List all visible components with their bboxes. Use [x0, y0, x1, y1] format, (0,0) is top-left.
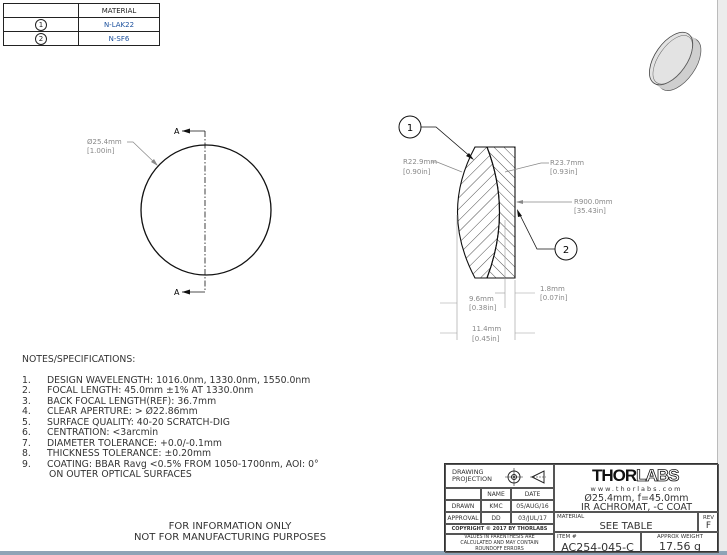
material-header: MATERIAL [78, 3, 160, 18]
svg-text:1: 1 [407, 123, 413, 134]
section-label-top: A [174, 127, 180, 136]
weight-cell: APPROX WEIGHT 17.56 g [641, 532, 719, 553]
approval-date: 03/JUL/17 [511, 512, 554, 524]
svg-text:[0.45in]: [0.45in] [472, 335, 500, 343]
material-value: N-SF6 [78, 31, 160, 46]
diameter-in-label: [1.00in] [87, 147, 115, 155]
svg-text:[0.90in]: [0.90in] [403, 168, 431, 176]
approval-label: APPROVAL [445, 512, 481, 524]
material-cell: MATERIAL SEE TABLE [554, 512, 698, 532]
name-header: NAME [481, 488, 511, 500]
title-block: DRAWING PROJECTION NAME DATE DRAWN KMC 0… [444, 463, 719, 554]
note-item: 9.COATING: BBAR Ravg <0.5% FROM 1050-170… [22, 458, 319, 470]
lens-3d-view [649, 31, 702, 91]
svg-text:[0.93in]: [0.93in] [550, 168, 578, 176]
page-frame-right [717, 0, 727, 555]
item-cell: ITEM # AC254-045-C [554, 532, 641, 554]
svg-text:R900.0mm: R900.0mm [574, 198, 613, 206]
note-item: 6.CENTRATION: <3arcmin [22, 427, 159, 438]
rev-cell: REV F [698, 512, 719, 532]
logo-cell: THORLABS www.thorlabs.com [554, 464, 719, 494]
section-view: 1 2 R22.9mm [0.90in] R23.7mm [0.93in] R9… [398, 115, 613, 343]
note-item: 4.CLEAR APERTURE: > Ø22.86mm [22, 406, 198, 417]
note-item: 8.THICKNESS TOLERANCE: ±0.20mm [22, 448, 212, 459]
lens-outline-circle [140, 144, 272, 276]
date-header: DATE [511, 488, 554, 500]
disclaimer: FOR INFORMATION ONLY NOT FOR MANUFACTURI… [133, 521, 327, 543]
svg-text:R22.9mm: R22.9mm [403, 158, 437, 166]
svg-text:11.4mm: 11.4mm [472, 325, 501, 333]
thorlabs-logo: THORLABS [592, 466, 680, 486]
diameter-mm-label: Ø25.4mm [87, 138, 122, 146]
note-item: 7.DIAMETER TOLERANCE: +0.0/-0.1mm [22, 437, 222, 449]
note-item: 5.SURFACE QUALITY: 40-20 SCRATCH-DIG [22, 416, 230, 428]
svg-text:1.8mm: 1.8mm [540, 285, 565, 293]
copyright: COPYRIGHT © 2017 BY THORLABS [445, 524, 554, 534]
notes-specifications: NOTES/SPECIFICATIONS: 1.DESIGN WAVELENGT… [22, 354, 319, 481]
note-item: 2.FOCAL LENGTH: 45.0mm ±1% AT 1330.0nm [22, 385, 254, 396]
svg-text:9.6mm: 9.6mm [469, 295, 494, 303]
note-item: 1.DESIGN WAVELENGTH: 1016.0nm, 1330.0nm,… [22, 374, 311, 386]
svg-text:2: 2 [563, 245, 569, 256]
drawn-date: 05/AUG/16 [511, 500, 554, 512]
balloon-2: 2 [35, 32, 47, 45]
notes-heading: NOTES/SPECIFICATIONS: [22, 354, 136, 365]
svg-text:[0.07in]: [0.07in] [540, 294, 568, 302]
svg-text:[35.43in]: [35.43in] [574, 207, 606, 215]
table-row: 2 N-SF6 [3, 31, 160, 46]
projection-cell: DRAWING PROJECTION [445, 464, 554, 488]
element-2-n-sf6 [486, 146, 516, 279]
arrow-icon [182, 289, 190, 295]
approval-name: DD [481, 512, 511, 524]
note-item: ON OUTER OPTICAL SURFACES [49, 469, 192, 480]
arrow-icon [182, 128, 190, 134]
third-angle-projection-icon [505, 468, 546, 486]
website: www.thorlabs.com [590, 485, 683, 493]
front-view: A A Ø25.4mm [1.00in] [87, 127, 272, 297]
svg-text:[0.38in]: [0.38in] [469, 304, 497, 312]
values-note: VALUES IN PARENTHESIS ARE CALCULATED AND… [445, 534, 554, 553]
page-frame-bottom [0, 551, 727, 555]
section-label-bottom: A [174, 288, 180, 297]
note-item: 3.BACK FOCAL LENGTH(REF): 36.7mm [22, 395, 217, 407]
svg-text:R23.7mm: R23.7mm [550, 159, 584, 167]
description: Ø25.4mm, f=45.0mm IR ACHROMAT, -C COAT [554, 494, 719, 512]
drawn-name: KMC [481, 500, 511, 512]
drawn-label: DRAWN [445, 500, 481, 512]
projection-label: DRAWING PROJECTION [452, 468, 492, 483]
balloon-1: 1 [35, 18, 47, 31]
